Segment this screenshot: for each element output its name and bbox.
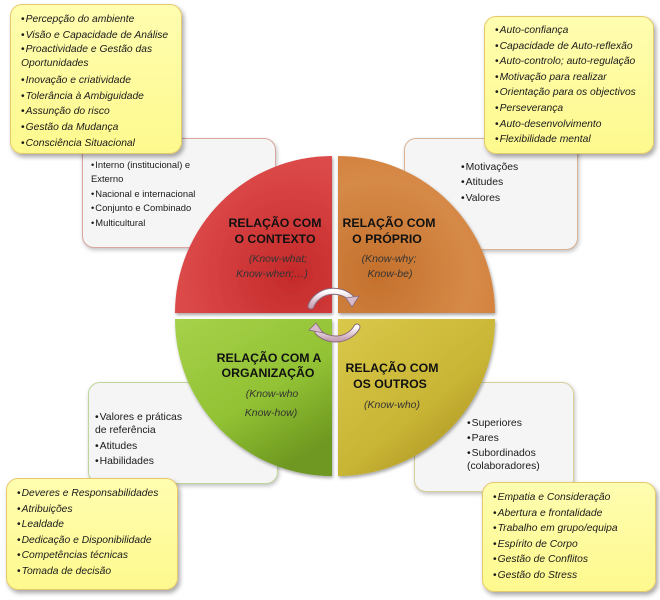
organization-title-line2: ORGANIZAÇÃO — [222, 365, 315, 380]
list-item: •Multicultural — [91, 216, 146, 228]
list-item: •Interno (institucional) e Externo — [91, 159, 191, 185]
others-competencies-box: •Empatia e Consideração •Abertura e fron… — [482, 482, 656, 592]
context-title-line1: RELAÇÃO COM — [229, 215, 322, 230]
context-competencies-list: •Percepção do ambiente •Visão e Capacida… — [21, 12, 173, 151]
quadrant-others — [338, 319, 495, 476]
self-subtitle-line2: Know-be) — [368, 268, 413, 280]
list-item: •Perseverança — [495, 102, 564, 114]
self-title-line1: RELAÇÃO COM — [343, 215, 436, 230]
others-detail-list: •Superiores •Pares •Subordinados (colabo… — [467, 416, 567, 474]
list-item: •Competências técnicas — [17, 550, 129, 562]
self-detail-list: •Motivações •Atitudes •Valores — [461, 160, 571, 206]
others-title-line1: RELAÇÃO COM — [346, 360, 439, 375]
list-item: •Tomada de decisão — [17, 565, 112, 577]
context-detail-list: •Interno (institucional) e Externo •Naci… — [91, 158, 216, 230]
list-item: •Dedicação e Disponibilidade — [17, 534, 152, 546]
organization-subtitle-line1: (Know-who — [246, 388, 299, 400]
list-item: •Gestão do Stress — [493, 569, 578, 581]
others-subtitle: (Know-who) — [364, 399, 420, 411]
quadrant-organization — [175, 319, 332, 476]
list-item: •Motivação para realizar — [495, 71, 607, 83]
context-title-line2: O CONTEXTO — [234, 232, 316, 246]
list-item: •Auto-desenvolvimento — [495, 118, 602, 130]
list-item: •Tolerância à Ambiguidade — [21, 90, 144, 102]
cycle-arrow-bottom-icon — [308, 322, 361, 343]
context-subtitle-line1: (Know-what; — [249, 253, 307, 265]
list-item: •Pares — [467, 433, 499, 445]
list-item: •Capacidade de Auto-reflexão — [495, 40, 633, 52]
list-item: •Valores — [461, 192, 501, 204]
list-item: •Superiores — [467, 418, 522, 429]
self-competencies-box: •Auto-confiança •Capacidade de Auto-refl… — [484, 16, 654, 154]
list-item: •Motivações — [461, 162, 519, 173]
organization-competencies-box: •Deveres e Responsabilidades •Atribuiçõe… — [6, 478, 178, 590]
context-subtitle-line2: Know-when;…) — [236, 268, 308, 280]
list-item: •Auto-controlo; auto-regulação — [495, 56, 636, 68]
list-item: •Flexibilidade mental — [495, 134, 591, 146]
list-item: •Consciência Situacional — [21, 137, 135, 149]
list-item: •Atitudes — [95, 441, 138, 452]
others-title-line2: OS OUTROS — [353, 377, 427, 391]
list-item: •Valores e práticas de referência — [95, 412, 183, 436]
list-item: •Proactividade e Gestão das Oportunidade… — [21, 44, 153, 70]
list-item: •Habilidades — [95, 456, 154, 468]
cycle-arrow-top-icon — [307, 287, 360, 310]
list-item: •Espírito de Corpo — [493, 538, 578, 550]
list-item: •Deveres e Responsabilidades — [17, 488, 159, 499]
list-item: •Percepção do ambiente — [21, 14, 135, 25]
self-competencies-list: •Auto-confiança •Capacidade de Auto-refl… — [495, 23, 636, 148]
list-item: •Abertura e frontalidade — [493, 507, 603, 519]
list-item: •Empatia e Consideração — [493, 492, 611, 503]
quadrant-self — [338, 156, 495, 313]
self-detail-box: •Motivações •Atitudes •Valores — [404, 138, 578, 250]
list-item: •Conjunto e Combinado — [91, 202, 192, 214]
context-competencies-box: •Percepção do ambiente •Visão e Capacida… — [10, 4, 182, 154]
organization-detail-list: •Valores e práticas de referência •Atitu… — [95, 411, 187, 470]
organization-competencies-list: •Deveres e Responsabilidades •Atribuiçõe… — [17, 486, 158, 580]
list-item: •Atribuições — [17, 503, 73, 515]
list-item: •Gestão de Conflitos — [493, 554, 589, 566]
organization-title-line1: RELAÇÃO COM A — [217, 350, 322, 365]
list-item: •Inovação e criatividade — [21, 75, 131, 87]
list-item: •Visão e Capacidade de Análise — [21, 29, 169, 41]
list-item: •Gestão da Mudança — [21, 121, 119, 133]
list-item: •Subordinados (colaboradores) — [467, 447, 540, 473]
list-item: •Atitudes — [461, 177, 504, 189]
others-competencies-list: •Empatia e Consideração •Abertura e fron… — [493, 490, 618, 584]
list-item: •Nacional e internacional — [91, 187, 196, 199]
list-item: •Orientação para os objectivos — [495, 87, 636, 99]
list-item: •Trabalho em grupo/equipa — [493, 523, 618, 535]
self-subtitle-line1: (Know-why; — [362, 253, 417, 265]
list-item: •Auto-confiança — [495, 25, 569, 36]
organization-subtitle-line2: Know-how) — [245, 407, 298, 419]
quadrant-context — [175, 156, 332, 313]
self-title-line2: O PRÓPRIO — [352, 231, 422, 246]
list-item: •Assunção do risco — [21, 106, 110, 118]
list-item: •Lealdade — [17, 519, 64, 531]
